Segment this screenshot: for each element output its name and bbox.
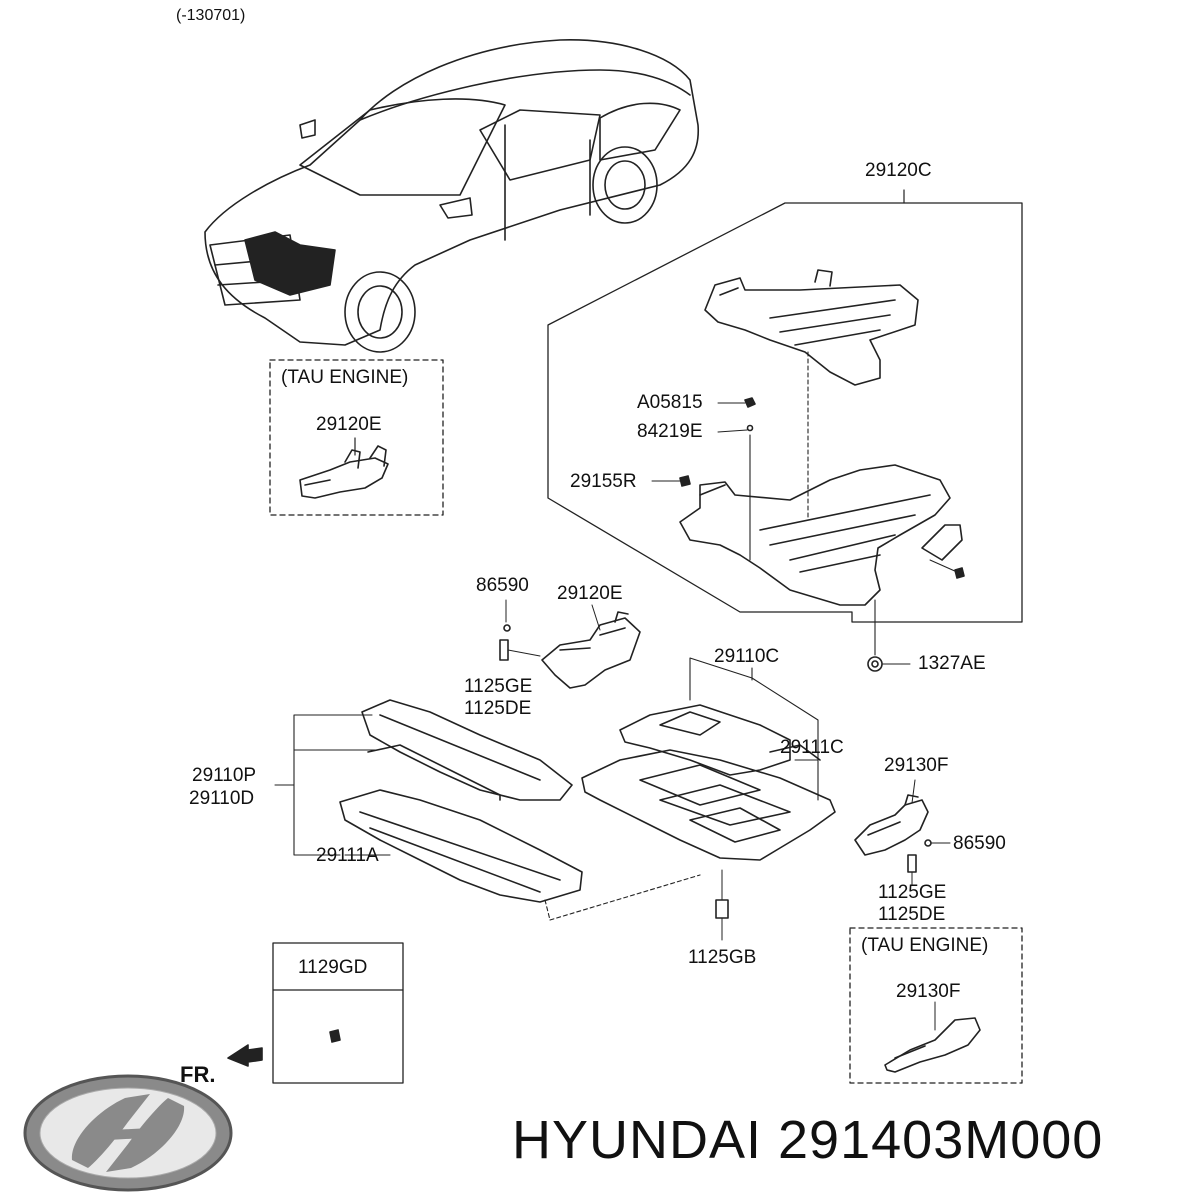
callout-29111C: 29111C: [780, 737, 844, 758]
callout-1125GE-left: 1125GE: [464, 676, 533, 697]
callout-29110P: 29110P: [192, 765, 257, 786]
lower-engine-cover: [679, 434, 963, 606]
vehicle-illustration: [204, 39, 700, 353]
bracket-29130F: [854, 779, 951, 886]
callout-1129GD: 1129GD: [298, 957, 368, 978]
brand-part-number: HYUNDAI 291403M000: [512, 1110, 1104, 1170]
undercover-29110C: [581, 657, 836, 941]
tau-engine-box-top: [269, 359, 444, 516]
range-code-label: (-130701): [176, 7, 246, 24]
callout-29111A: 29111A: [316, 845, 379, 866]
leader-bracket-29110P: [274, 714, 701, 921]
callout-A05815: A05815: [637, 392, 703, 413]
fastener-box-1129GD: [272, 942, 404, 1084]
callout-29120E: 29120E: [557, 583, 623, 604]
callout-29130F-tau: 29130F: [896, 981, 961, 1002]
callout-29130F: 29130F: [884, 755, 949, 776]
tau-engine-box-bottom: [849, 927, 1023, 1084]
callout-29120E-tau: 29120E: [316, 414, 382, 435]
front-arrow-icon: [227, 1044, 263, 1067]
callout-1125GE-right: 1125GE: [878, 882, 947, 903]
callout-1327AE: 1327AE: [918, 653, 986, 674]
callout-84219E: 84219E: [637, 421, 703, 442]
tau-engine-label-bottom: (TAU ENGINE): [861, 935, 989, 956]
callout-1125DE-right: 1125DE: [878, 904, 946, 925]
callout-29110D: 29110D: [189, 788, 255, 809]
side-covers-left: [339, 699, 583, 903]
upper-engine-cover: [704, 269, 919, 521]
callout-29110C: 29110C: [714, 646, 780, 667]
bracket-29120E: [499, 599, 641, 689]
engine-cover-group-box: [547, 189, 1023, 623]
front-direction-label: FR.: [180, 1062, 216, 1087]
hyundai-logo: [23, 1074, 233, 1192]
callout-86590-right: 86590: [953, 833, 1006, 854]
fastener-icons-top: [651, 397, 965, 672]
callout-29120C: 29120C: [865, 160, 932, 181]
tau-engine-label-top: (TAU ENGINE): [281, 367, 409, 388]
callout-29155R: 29155R: [570, 471, 637, 492]
callout-86590-left: 86590: [476, 575, 529, 596]
callout-1125GB: 1125GB: [688, 947, 757, 968]
callout-1125DE-left: 1125DE: [464, 698, 532, 719]
